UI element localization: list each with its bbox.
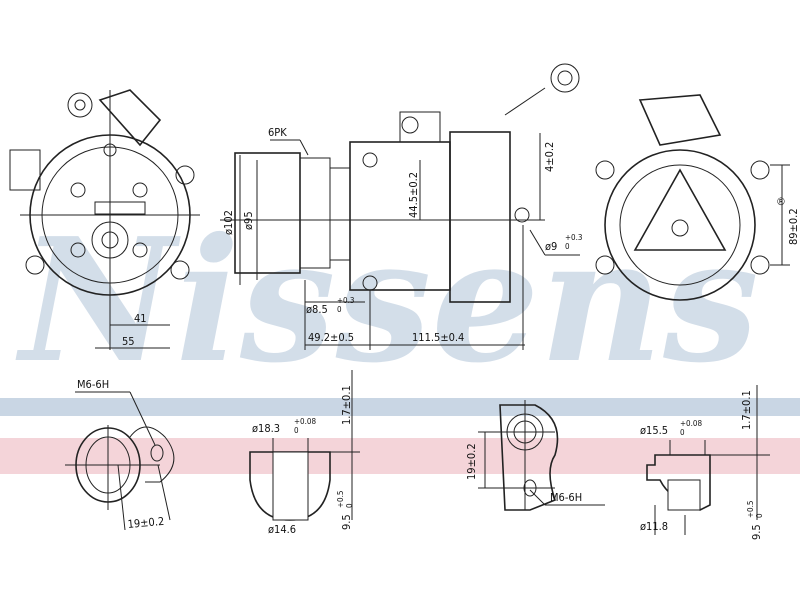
dim-44-5: 44.5±0.2 — [407, 172, 420, 218]
tol-lower: 0 — [337, 305, 342, 314]
tol-upper: +0.3 — [337, 296, 354, 305]
dim-55: 55 — [122, 335, 135, 348]
front-view: 41 55 — [9, 89, 200, 350]
port1-section: ø18.3 +0.08 0 1.7±0.1 9.5 +0.5 0 ø14.6 — [249, 370, 360, 536]
tol-lower: 0 — [294, 426, 299, 435]
tol-lower: 0 — [565, 242, 570, 251]
port1-thread: M6-6H — [77, 378, 109, 391]
dim-89: 89±0.2 — [787, 208, 800, 245]
port1-view: M6-6H 19±0.2 — [65, 378, 175, 531]
dim-4: 4±0.2 — [543, 142, 556, 172]
port2-pitch: 19±0.2 — [465, 443, 478, 480]
watermark-band-blue — [0, 398, 800, 416]
port2-view: 19±0.2 M6-6H — [465, 400, 605, 511]
port2-section: ø15.5 +0.08 0 1.7±0.1 9.5 +0.5 0 ø11.8 — [640, 385, 770, 540]
dim-d102: ø102 — [222, 210, 235, 235]
tol-upper: +0.08 — [294, 417, 316, 426]
port2-depth-top: 1.7±0.1 — [740, 390, 753, 430]
port2-d15: ø15.5 — [640, 424, 668, 437]
tol-upper: +0.5 — [336, 491, 345, 508]
dim-111-5: 111.5±0.4 — [412, 331, 464, 344]
watermark-brand: Nissens — [15, 201, 759, 401]
tol-lower: 0 — [345, 503, 354, 508]
port1-depth-top: 1.7±0.1 — [340, 385, 353, 425]
watermark-registered: ® — [776, 195, 786, 208]
dim-hole-d9: ø9 — [545, 240, 557, 253]
dim-hole-d8-5: ø8.5 — [306, 303, 328, 316]
rear-view: 89±0.2 — [595, 94, 800, 301]
tol-upper: +0.3 — [565, 233, 582, 242]
tol-upper: +0.08 — [680, 419, 702, 428]
side-view: 6PK ø102 ø95 44.5±0.2 4±0.2 ø9 +0.3 0 ø8… — [220, 63, 582, 350]
port2-depth: 9.5 — [750, 524, 763, 540]
port1-pitch: 19±0.2 — [127, 515, 165, 531]
tol-upper: +0.5 — [746, 501, 755, 518]
port1-depth: 9.5 — [340, 514, 353, 530]
belt-label: 6PK — [268, 126, 287, 139]
dim-41: 41 — [134, 312, 147, 325]
tol-lower: 0 — [680, 428, 685, 437]
dim-49-2: 49.2±0.5 — [308, 331, 354, 344]
port1-d14: ø14.6 — [268, 523, 296, 536]
tol-lower: 0 — [755, 513, 764, 518]
watermark-band-pink — [0, 438, 800, 474]
port2-thread: M6-6H — [550, 491, 582, 504]
dim-d95: ø95 — [242, 211, 255, 230]
port2-d11: ø11.8 — [640, 520, 668, 533]
watermark: Nissens ® — [0, 195, 800, 474]
port1-d18: ø18.3 — [252, 422, 280, 435]
